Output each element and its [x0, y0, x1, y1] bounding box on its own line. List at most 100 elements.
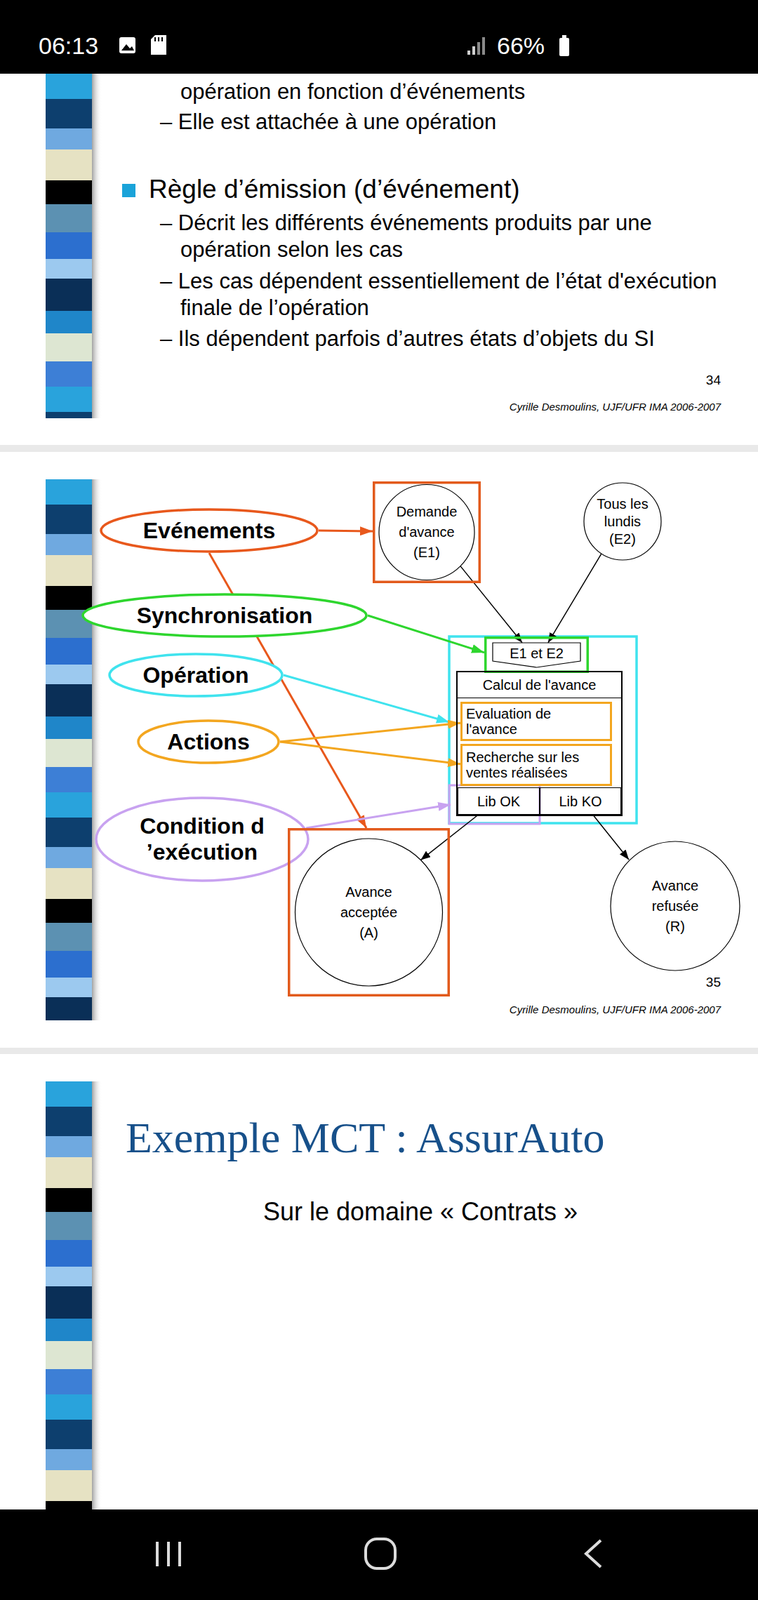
- node-text: Opération: [142, 662, 249, 689]
- stripe-block: [45, 98, 92, 129]
- node-text: Actions: [167, 729, 250, 756]
- slide-bullet-item: – Ils dépendent parfois d’autres états d…: [160, 325, 742, 353]
- stripe-block: [45, 1106, 92, 1137]
- result-circle: Avance refusée (R): [609, 840, 741, 972]
- stripe-block: [45, 310, 92, 334]
- home-icon: [365, 1539, 396, 1569]
- stripe-block: [45, 1136, 92, 1158]
- stripe-block: [45, 361, 92, 387]
- stripe-block: [45, 479, 92, 505]
- stripe-block: [45, 1394, 92, 1420]
- connector: [548, 553, 602, 643]
- node-text: Avance acceptée (A): [334, 882, 405, 944]
- status-battery-level: 66%: [496, 31, 545, 60]
- synchronisation-box: E1 et E2: [484, 636, 589, 674]
- decorative-stripe: [45, 73, 102, 1510]
- signal-icon: [467, 50, 471, 55]
- stripe-block: [45, 1449, 92, 1471]
- slide-footer: Cyrille Desmoulins, UJF/UFR IMA 2006-200…: [509, 400, 721, 415]
- stripe-block: [45, 278, 92, 311]
- stripe-block: [45, 1240, 92, 1267]
- event-outline: [610, 841, 740, 971]
- recent-apps-icon: [167, 1541, 170, 1567]
- stripe-block: [45, 1318, 92, 1342]
- stripe-block: [45, 149, 92, 181]
- slide-bullet-item: – Elle est attachée à une opération: [160, 108, 742, 136]
- synchronisation-outline: [492, 642, 581, 668]
- stripe-block: [45, 767, 92, 793]
- stripe-block: [45, 1081, 92, 1107]
- node-text: Recherche sur les ventes réalisées: [466, 749, 600, 781]
- stripe-block: [45, 977, 92, 998]
- recent-apps-icon: [155, 1541, 159, 1567]
- slide-subtitle: Sur le domaine « Contrats »: [84, 1196, 757, 1228]
- event-circle: Tous les lundis (E2): [583, 482, 662, 561]
- recent-apps-icon: [178, 1541, 182, 1567]
- stripe-block: [45, 1286, 92, 1319]
- node-text: Synchronisation: [136, 602, 314, 629]
- node-text: Lib KO: [558, 793, 602, 810]
- stripe-block: [45, 204, 92, 233]
- sd-card-icon: [161, 37, 163, 42]
- slide-bullet-item: – Décrit les différents événements produ…: [160, 209, 742, 264]
- node-text: Demande d'avance (E1): [391, 501, 462, 563]
- connector: [318, 530, 373, 532]
- highlight-box: [289, 829, 450, 996]
- callout-outline: [82, 594, 367, 637]
- stripe-block: [45, 997, 92, 1021]
- stripe-block: [45, 1266, 92, 1287]
- operation-title: Calcul de l'avance: [457, 672, 622, 699]
- gallery-icon: [119, 37, 136, 54]
- stripe-block: [45, 128, 92, 150]
- event-outline: [379, 484, 475, 581]
- slide-page: [0, 73, 758, 445]
- stripe-block: [45, 1419, 92, 1450]
- bullet-square: [122, 183, 136, 198]
- stripe-block: [45, 586, 92, 610]
- action-box: Evaluation de l'avance: [460, 701, 613, 742]
- connector: [280, 722, 461, 742]
- connector: [306, 805, 451, 829]
- callout-outline: [101, 509, 318, 552]
- result-circle: Avance acceptée (A): [287, 828, 450, 997]
- gallery-icon: [121, 44, 135, 51]
- slide-text: opération en fonction d’événements: [180, 78, 742, 106]
- slide-bullet-heading: Règle d’émission (d’événement): [148, 174, 739, 205]
- callout-outline: [96, 798, 309, 881]
- stripe-block: [45, 555, 92, 587]
- stripe-block: [45, 504, 92, 535]
- highlight-box: [374, 482, 481, 583]
- stripe-block: [45, 386, 92, 412]
- signal-icon: [482, 37, 485, 55]
- node-text: E1 et E2: [509, 645, 564, 662]
- connector: [593, 814, 629, 860]
- callout-ellipse: Synchronisation: [81, 593, 368, 638]
- stripe-shadow: [91, 1081, 102, 1510]
- stripe-block: [45, 1212, 92, 1241]
- event-outline: [583, 482, 662, 561]
- sd-card-icon: [157, 37, 160, 42]
- event-outline: [295, 838, 443, 987]
- stripe-block: [45, 1341, 92, 1370]
- stripe-block: [45, 664, 92, 685]
- callout-outline: [109, 654, 283, 697]
- slide-bullet-item: – Les cas dépendent essentiellement de l…: [160, 268, 742, 322]
- stripe-block: [45, 951, 92, 978]
- connector: [367, 615, 485, 653]
- stripe-block: [45, 1157, 92, 1189]
- stripe-shadow: [91, 479, 102, 1021]
- node-text: Lib OK: [477, 793, 521, 810]
- operation-highlight: [449, 636, 637, 824]
- condition-highlight: [449, 785, 540, 824]
- stripe-block: [45, 817, 92, 848]
- page-number: 35: [706, 974, 721, 992]
- stripe-block: [45, 637, 92, 665]
- battery-icon: [562, 35, 567, 38]
- node-text: Avance refusée (R): [642, 875, 709, 937]
- stripe-block: [45, 899, 92, 923]
- callout-outline: [138, 720, 279, 763]
- page-number: 34: [706, 371, 721, 389]
- stripe-block: [45, 333, 92, 362]
- stripe-block: [45, 73, 92, 99]
